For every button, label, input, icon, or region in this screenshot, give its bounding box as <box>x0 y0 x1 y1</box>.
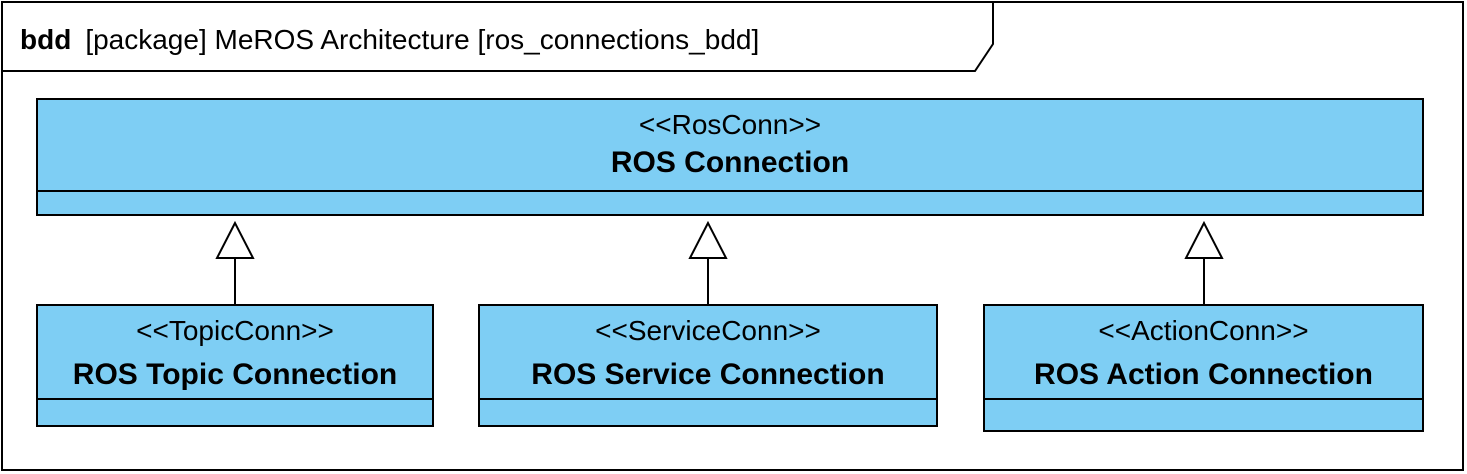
block-ros-service-connection[interactable]: <<ServiceConn>> ROS Service Connection <box>478 304 938 427</box>
frame-tab-outline <box>1 1 994 72</box>
block-header: <<ServiceConn>> ROS Service Connection <box>480 306 936 400</box>
block-name: ROS Service Connection <box>531 358 885 391</box>
block-stereotype: <<ActionConn>> <box>1098 315 1309 346</box>
block-name: ROS Topic Connection <box>72 358 398 391</box>
block-header: <<ActionConn>> ROS Action Connection <box>985 306 1422 400</box>
block-stereotype: <<TopicConn>> <box>136 315 334 346</box>
block-name: ROS Connection <box>610 146 850 179</box>
generalization-arrowhead-service <box>688 220 728 259</box>
block-ros-connection[interactable]: <<RosConn>> ROS Connection <box>36 98 1424 216</box>
frame-header: bdd [package] MeROS Architecture [ros_con… <box>20 20 759 60</box>
block-name: ROS Action Connection <box>1034 358 1373 391</box>
frame-kind: bdd <box>20 24 72 55</box>
block-header: <<TopicConn>> ROS Topic Connection <box>38 306 432 400</box>
block-stereotype: <<RosConn>> <box>638 109 822 140</box>
block-stereotype: <<ServiceConn>> <box>595 315 821 346</box>
block-ros-action-connection[interactable]: <<ActionConn>> ROS Action Connection <box>983 304 1424 432</box>
block-ros-topic-connection[interactable]: <<TopicConn>> ROS Topic Connection <box>36 304 434 427</box>
block-header: <<RosConn>> ROS Connection <box>38 100 1422 192</box>
generalization-arrowhead-topic <box>215 220 255 259</box>
frame-title: [package] MeROS Architecture [ros_connec… <box>85 24 760 55</box>
generalization-arrowhead-action <box>1184 220 1224 259</box>
